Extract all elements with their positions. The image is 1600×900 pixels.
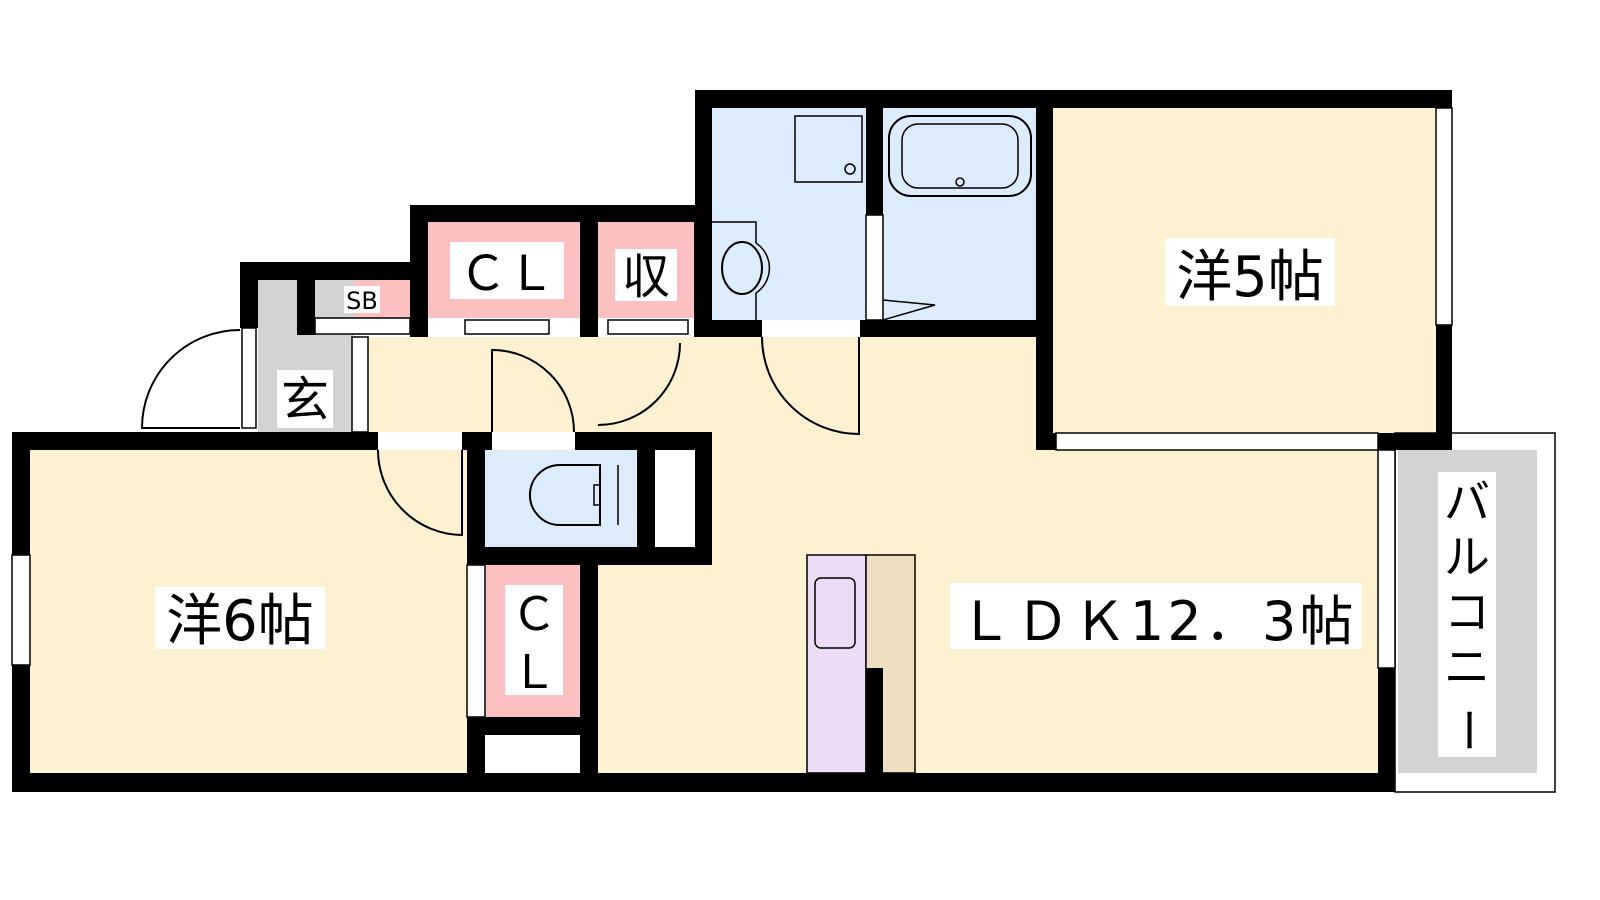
svg-text:ニ: ニ (1444, 640, 1490, 694)
washing-machine-icon (794, 115, 863, 183)
bathroom-floor (883, 108, 1036, 320)
bath-door[interactable] (865, 214, 884, 321)
svg-text:ー: ー (1441, 707, 1495, 753)
toilet-door[interactable] (491, 348, 575, 433)
western6-door[interactable] (377, 449, 463, 537)
storage-bottom (485, 735, 580, 773)
kitchen-sink-area (806, 554, 867, 774)
toilet-storage (655, 450, 695, 547)
room-label-ldk: ＬＤＫ12．3帖 (959, 590, 1354, 653)
sliding-window (1055, 432, 1379, 451)
toilet-icon (528, 463, 601, 527)
room-label-entrance: 玄 (281, 372, 329, 428)
washroom-door[interactable] (761, 336, 860, 436)
room-label-closet-side-2: Ｌ (511, 645, 557, 699)
hall-door[interactable] (597, 342, 681, 426)
room-label-closet-top: ＣＬ (459, 246, 555, 302)
window (11, 554, 31, 666)
room-label-western6: 洋6帖 (166, 589, 314, 654)
storage-door[interactable] (607, 319, 689, 335)
closet-door[interactable] (466, 564, 486, 718)
bathtub-icon (888, 115, 1032, 197)
room-label-storage: 収 (622, 249, 670, 305)
window (1377, 449, 1396, 669)
washroom-floor (712, 108, 866, 320)
window (1435, 107, 1453, 326)
room-label-balcony: バ ル コ ニ ー (1441, 475, 1495, 753)
svg-text:コ: コ (1444, 585, 1490, 639)
entrance-door[interactable] (140, 329, 241, 429)
cl-door[interactable] (464, 319, 550, 335)
svg-text:バ: バ (1444, 475, 1490, 529)
toilet-floor (485, 450, 637, 547)
room-label-closet-side: Ｃ (511, 587, 557, 641)
svg-text:ル: ル (1444, 530, 1490, 584)
hallway-floor (352, 337, 712, 432)
room-label-sb: SB (346, 287, 378, 315)
wall (866, 668, 883, 773)
kitchen-counter (865, 554, 916, 774)
walls (12, 90, 1452, 792)
step (351, 336, 369, 433)
sb-door[interactable] (314, 317, 411, 335)
room-label-western5: 洋5帖 (1176, 245, 1324, 310)
washbasin-icon (721, 241, 763, 295)
kitchen-sink (814, 577, 856, 649)
entrance-door-frame (241, 327, 257, 429)
